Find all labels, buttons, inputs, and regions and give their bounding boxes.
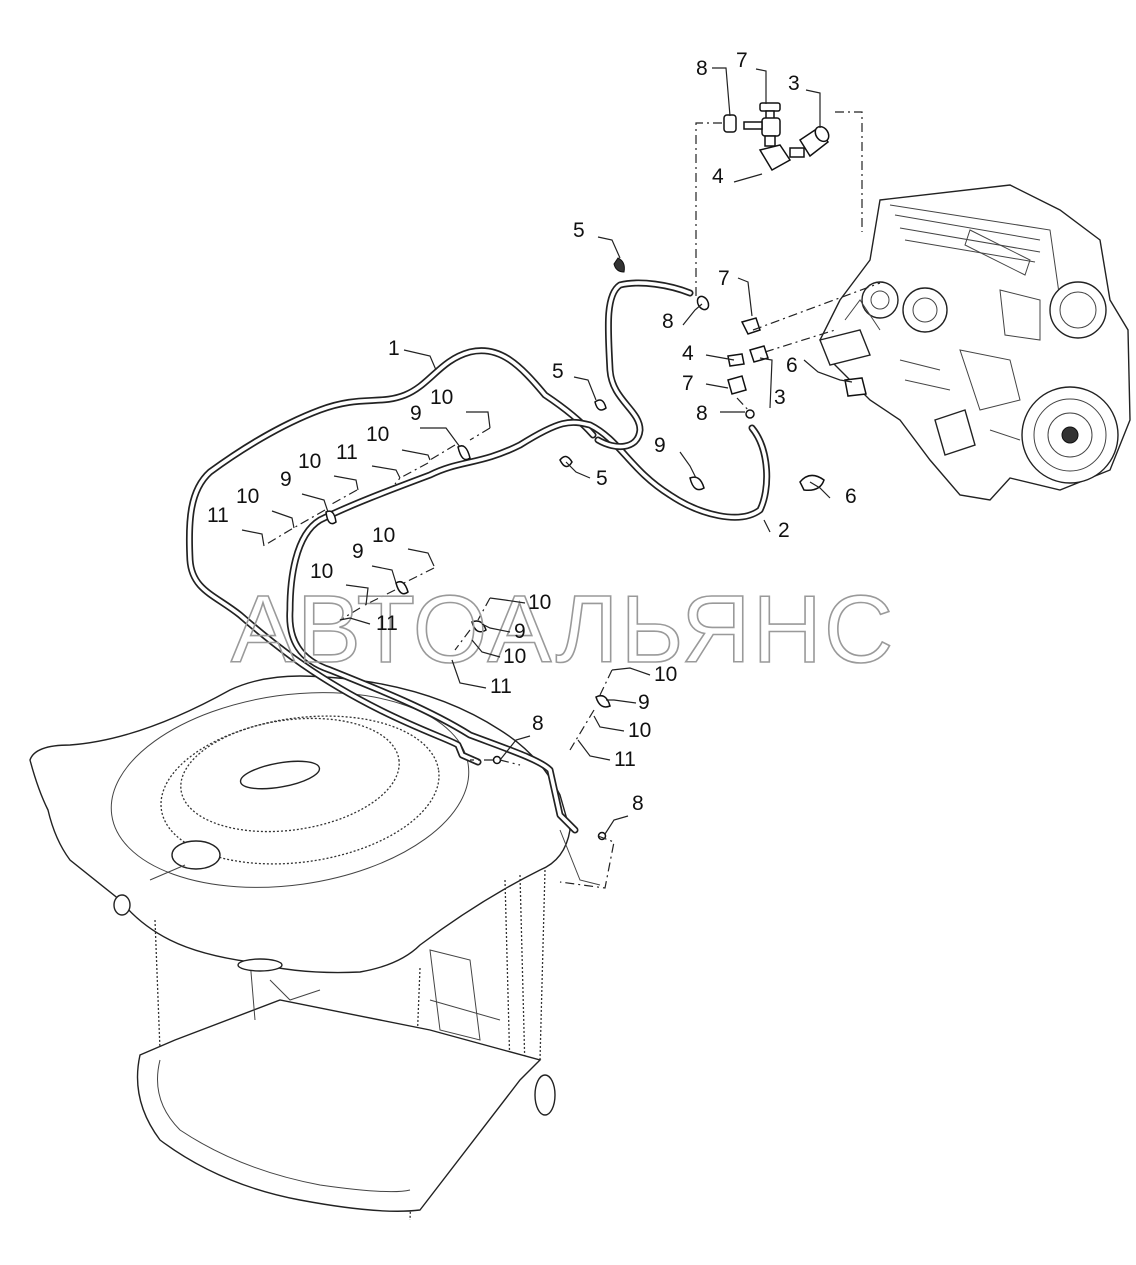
assembly-lines <box>264 111 881 889</box>
callout-8: 8 <box>632 792 644 815</box>
callout-11: 11 <box>207 504 229 527</box>
callout-10: 10 <box>528 591 551 614</box>
callout-11: 11 <box>376 612 398 635</box>
fitting-assembly-top <box>723 102 830 172</box>
tube-1 <box>185 347 597 766</box>
callout-8: 8 <box>662 310 674 333</box>
callout-10: 10 <box>430 386 453 409</box>
callout-10: 10 <box>236 485 259 508</box>
callout-10: 10 <box>298 450 321 473</box>
cab-illustration <box>29 675 601 1221</box>
callout-5: 5 <box>552 360 564 383</box>
callout-10: 10 <box>366 423 389 446</box>
engine-illustration <box>819 184 1131 501</box>
callout-9: 9 <box>654 434 666 457</box>
callout-5: 5 <box>596 467 608 490</box>
leader-lines <box>403 67 853 533</box>
callout-3: 3 <box>788 72 800 95</box>
watermark-text: АВТОАЛЬЯНС <box>231 576 895 683</box>
callout-10: 10 <box>628 719 651 742</box>
callout-7: 7 <box>736 49 748 72</box>
callout-labels: 8 7 3 4 5 7 8 4 6 7 3 8 1 5 5 9 6 2 10 9… <box>207 49 857 815</box>
callout-9: 9 <box>410 402 422 425</box>
callout-7: 7 <box>682 372 694 395</box>
callout-5: 5 <box>573 219 585 242</box>
callout-11: 11 <box>336 441 358 464</box>
callout-9: 9 <box>514 620 526 643</box>
callout-11: 11 <box>490 675 512 698</box>
callout-2: 2 <box>778 519 790 542</box>
callout-8: 8 <box>696 57 708 80</box>
tube-5-loop <box>594 279 694 451</box>
callout-6: 6 <box>845 485 857 508</box>
callout-10: 10 <box>503 645 526 668</box>
callout-7: 7 <box>718 267 730 290</box>
callout-3: 3 <box>774 386 786 409</box>
callout-10: 10 <box>654 663 677 686</box>
callout-10: 10 <box>310 560 333 583</box>
callout-9: 9 <box>280 468 292 491</box>
callout-10: 10 <box>372 524 395 547</box>
callout-6: 6 <box>786 354 798 377</box>
callout-1: 1 <box>388 337 400 360</box>
callout-4: 4 <box>682 342 694 365</box>
callout-9: 9 <box>638 691 650 714</box>
callout-9: 9 <box>352 540 364 563</box>
cluster-leaders <box>241 411 651 835</box>
callout-11: 11 <box>614 748 636 771</box>
callout-8: 8 <box>696 402 708 425</box>
tube-2 <box>286 418 771 834</box>
callout-4: 4 <box>712 165 724 188</box>
callout-8: 8 <box>532 712 544 735</box>
